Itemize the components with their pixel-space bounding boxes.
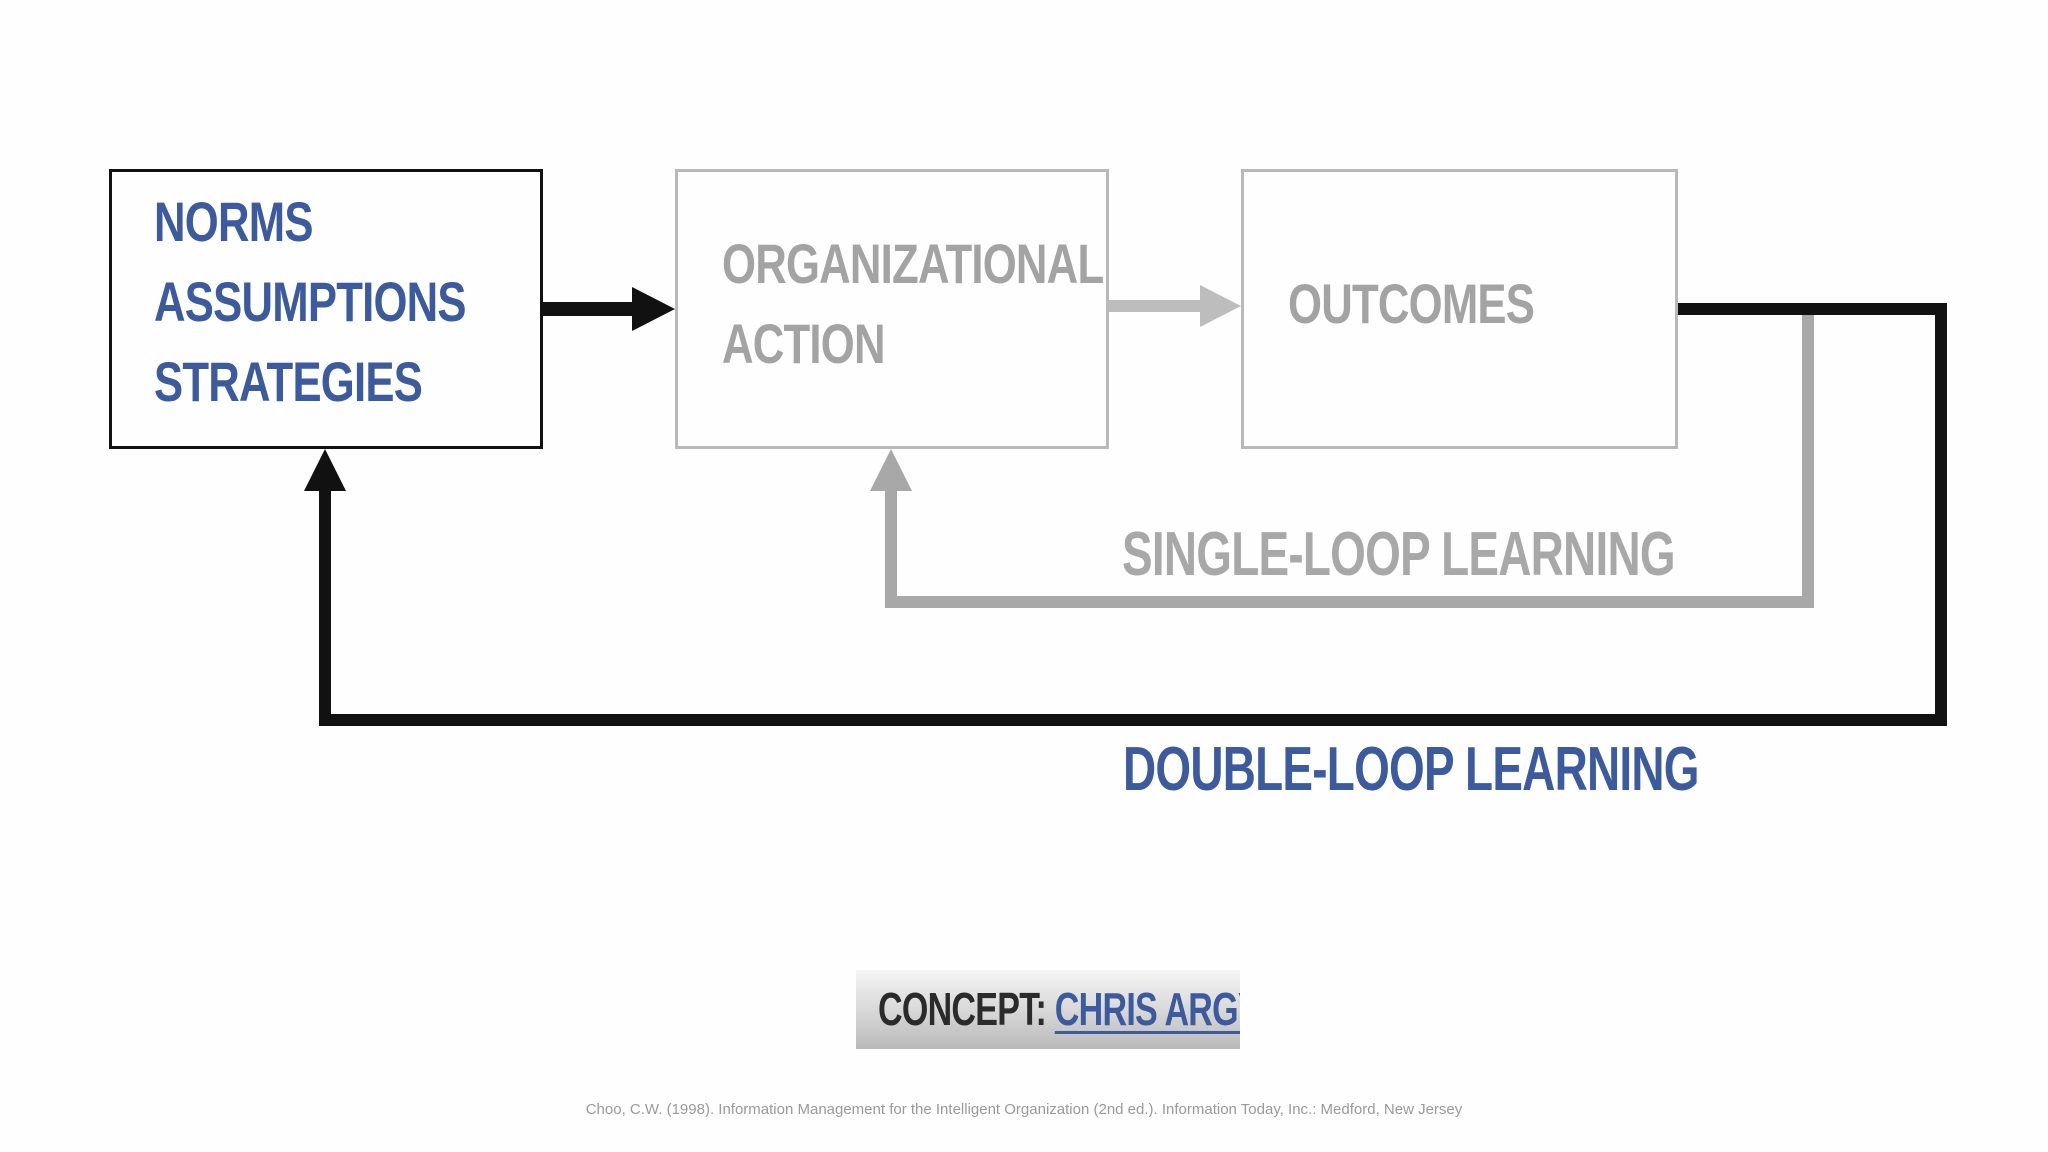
outcomes-box-text: OUTCOMES — [1288, 264, 1535, 344]
arrow-action-to-outcomes — [1109, 285, 1241, 327]
arrow-norms-to-action — [543, 287, 675, 331]
double-loop-arrow — [304, 303, 1947, 726]
norms-box-text: NORMS ASSUMPTIONS STRATEGIES — [154, 182, 467, 422]
assumptions-label: ASSUMPTIONS — [154, 270, 467, 333]
concept-name-link[interactable]: CHRIS ARGYRIS — [1054, 983, 1240, 1035]
action-box-text: ORGANIZATIONAL ACTION — [722, 224, 1104, 384]
norms-label: NORMS — [154, 190, 313, 253]
organizational-action-box: ORGANIZATIONAL ACTION — [675, 169, 1109, 449]
single-loop-label: SINGLE-LOOP LEARNING — [1122, 520, 1676, 589]
outcomes-box: OUTCOMES — [1241, 169, 1678, 449]
double-loop-label: DOUBLE-LOOP LEARNING — [1123, 735, 1699, 804]
outcomes-label: OUTCOMES — [1288, 272, 1535, 335]
concept-text: CONCEPT: CHRIS ARGYRIS — [878, 980, 1240, 1038]
norms-box: NORMS ASSUMPTIONS STRATEGIES — [109, 169, 543, 449]
concept-banner: CONCEPT: CHRIS ARGYRIS — [856, 970, 1240, 1049]
action-label: ACTION — [722, 312, 886, 375]
citation: Choo, C.W. (1998). Information Managemen… — [585, 1101, 1463, 1118]
organizational-label: ORGANIZATIONAL — [722, 232, 1104, 295]
concept-prefix: CONCEPT: — [878, 983, 1055, 1035]
strategies-label: STRATEGIES — [154, 350, 423, 413]
